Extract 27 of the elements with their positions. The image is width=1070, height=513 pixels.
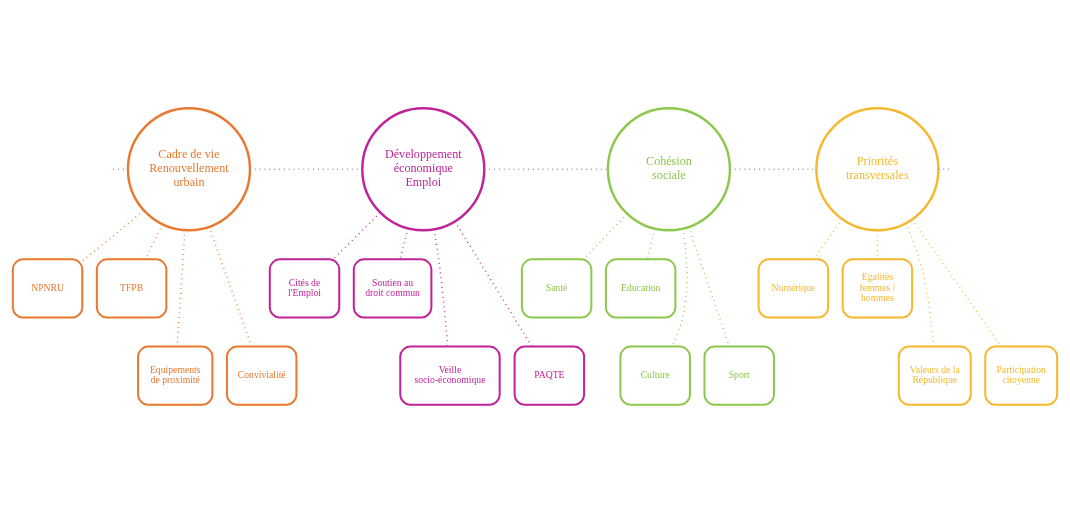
connector [583, 213, 628, 260]
node-box: Cités de l'Emploi [268, 258, 341, 319]
node-box: Veille socio-économique [399, 345, 501, 406]
node-box: Equipements de proximité [137, 345, 214, 406]
node-circle: Développement économique Emploi [361, 107, 486, 232]
node-box: Soutien au droit commun [352, 258, 433, 319]
node-box: Participation citoyenne [984, 345, 1059, 406]
node-box: Santé [520, 258, 593, 319]
node-circle: Priorités transversales [815, 107, 940, 232]
connector [646, 228, 656, 260]
connector [454, 220, 533, 348]
connector [399, 227, 409, 261]
node-circle: Cadre de vie Renouvellement urbain [126, 107, 252, 232]
node-box: Culture [619, 345, 691, 406]
node-circle: Cohésion sociale [606, 107, 732, 232]
node-box: Education [604, 258, 677, 319]
node-box: Valeurs de la République [897, 345, 972, 406]
node-box: Egalités femmes / hommes [841, 258, 914, 319]
connector [332, 212, 381, 260]
node-box: Numérique [757, 258, 830, 319]
node-box: TFPB [95, 258, 168, 319]
connector [81, 209, 145, 262]
node-box: Convivialité [225, 345, 298, 406]
connector [433, 228, 449, 348]
node-box: PAQTE [513, 345, 586, 406]
node-box: NPNRU [11, 258, 84, 319]
node-box: Sport [703, 345, 775, 406]
